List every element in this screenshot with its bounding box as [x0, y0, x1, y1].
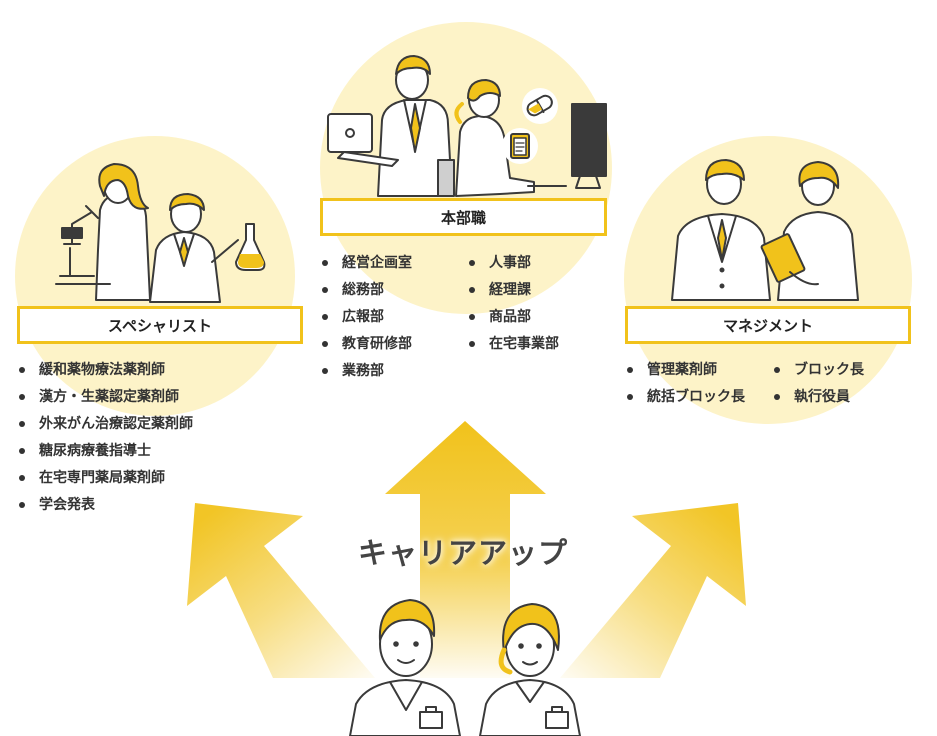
list-item: 学会発表: [17, 496, 193, 523]
list-item: 業務部: [320, 362, 412, 389]
list-item: 執行役員: [772, 388, 864, 415]
arrow-up-right-icon: [560, 503, 746, 678]
list-item: ブロック長: [772, 361, 864, 388]
list-item: 総務部: [320, 281, 412, 308]
pharmacist-pair-icon: [349, 599, 581, 736]
headquarters-title: 本部職: [320, 198, 607, 236]
clipboard-manager-icon: [760, 161, 859, 301]
manager-icon: [671, 159, 771, 301]
headquarters-list-col2: 人事部 経理課 商品部 在宅事業部: [467, 254, 559, 362]
pill-icon: [522, 88, 558, 124]
specialist-title: スペシャリスト: [17, 306, 303, 344]
list-item: 経営企画室: [320, 254, 412, 281]
specialist-list: 緩和薬物療法薬剤師 漢方・生薬認定薬剤師 外来がん治療認定薬剤師 糖尿病療養指導…: [17, 361, 193, 523]
list-item: 経理課: [467, 281, 559, 308]
laptop-worker-icon: [327, 55, 453, 197]
list-item: 管理薬剤師: [625, 361, 745, 388]
clipboard-icon: [502, 128, 538, 164]
headquarters-list-col1: 経営企画室 総務部 広報部 教育研修部 業務部: [320, 254, 412, 389]
list-item: 教育研修部: [320, 335, 412, 362]
list-item: 外来がん治療認定薬剤師: [17, 415, 193, 442]
flask-pharmacist-icon: [149, 193, 266, 303]
list-item: 在宅専門薬局薬剤師: [17, 469, 193, 496]
arrow-up-left-icon: [187, 503, 375, 678]
list-item: 商品部: [467, 308, 559, 335]
management-list-col1: 管理薬剤師 統括ブロック長: [625, 361, 745, 415]
list-item: 統括ブロック長: [625, 388, 745, 415]
list-item: 在宅事業部: [467, 335, 559, 362]
monitor-worker-icon: [437, 79, 607, 197]
management-list-col2: ブロック長 執行役員: [772, 361, 864, 415]
career-up-label: キャリアアップ: [358, 536, 569, 570]
list-item: 漢方・生薬認定薬剤師: [17, 388, 193, 415]
management-title: マネジメント: [625, 306, 911, 344]
list-item: 広報部: [320, 308, 412, 335]
list-item: 緩和薬物療法薬剤師: [17, 361, 193, 388]
list-item: 人事部: [467, 254, 559, 281]
microscope-researcher-icon: [55, 163, 151, 301]
list-item: 糖尿病療養指導士: [17, 442, 193, 469]
